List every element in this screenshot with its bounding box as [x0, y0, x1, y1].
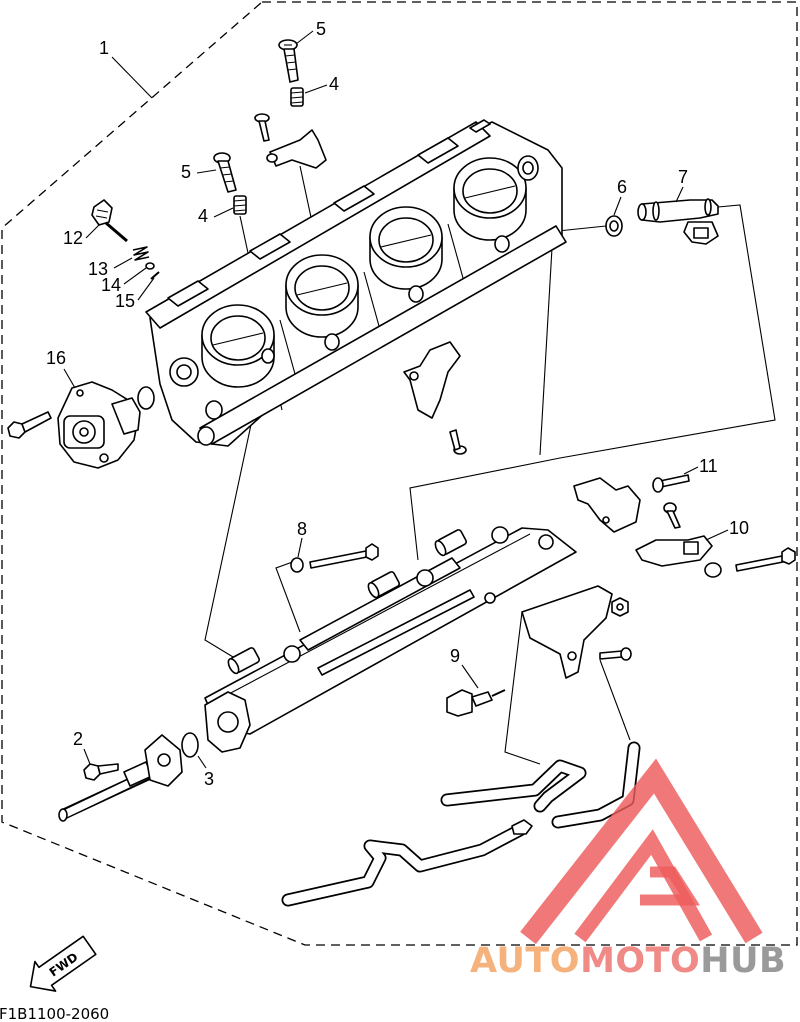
callout-16: 16 [46, 348, 66, 368]
installation-lines [204, 165, 776, 765]
watermark-auto: AUTO [470, 941, 580, 981]
spring-lower [233, 195, 247, 215]
fuel-injector [637, 198, 719, 245]
automotohub-logo [520, 758, 763, 945]
injector-washer [605, 215, 623, 237]
adjust-spring [132, 246, 150, 261]
callout-11: 11 [699, 456, 718, 476]
regulator-flange [204, 691, 251, 753]
figure-code: F1B1100-2060 [0, 1005, 109, 1022]
adjust-washer [145, 262, 155, 270]
fuel-hoses [281, 741, 641, 907]
assembly-boundary [1, 1, 798, 946]
fwd-arrow-icon: FWD [29, 935, 97, 992]
callout-14: 14 [101, 275, 121, 295]
callout-2: 2 [73, 729, 83, 749]
callout-4-upper: 4 [329, 74, 339, 94]
spring-upper [290, 87, 304, 107]
callout-5-upper: 5 [316, 19, 326, 39]
callout-6: 6 [617, 177, 627, 197]
callout-13: 13 [88, 259, 108, 279]
rail-washer [290, 557, 304, 573]
hex-nut [611, 597, 629, 617]
callout-8: 8 [297, 519, 307, 539]
adjust-ring [150, 271, 160, 280]
callout-15: 15 [115, 291, 135, 311]
temperature-sensor [635, 535, 713, 567]
callout-10: 10 [729, 518, 749, 538]
throttle-position-sensor [57, 381, 141, 469]
callout-1: 1 [99, 38, 109, 58]
sensor-o-ring [137, 386, 155, 410]
callout-9: 9 [450, 646, 460, 666]
pressure-sensor [446, 689, 506, 717]
fuel-tube [58, 734, 183, 822]
callout-leaders [63, 30, 729, 769]
bracket-screw [599, 647, 632, 661]
bracket-screw-lower [663, 502, 681, 529]
watermark-moto: MOTO [580, 941, 700, 981]
watermark-hub: HUB [700, 941, 786, 981]
sensor-bracket [573, 477, 641, 533]
bracket-screw-upper [652, 474, 690, 493]
rail-bracket [521, 585, 613, 679]
tube-o-ring [181, 732, 199, 758]
throttle-bore [285, 254, 359, 338]
injector-cap [434, 529, 467, 557]
sensor-washer [704, 562, 722, 578]
sensor-bolt [7, 411, 52, 439]
throttle-bore [369, 206, 443, 290]
throttle-body-bracket [403, 341, 467, 455]
callout-5-lower: 5 [181, 162, 191, 182]
rail-bolt [309, 543, 379, 569]
sensor-bolt-right [735, 547, 796, 572]
throttle-bore [201, 304, 275, 388]
callout-3: 3 [204, 769, 214, 789]
callout-7: 7 [678, 167, 688, 187]
injector-cap [227, 647, 260, 675]
throttle-bore [453, 157, 527, 241]
screw-upper [278, 39, 299, 83]
upper-bracket [254, 113, 327, 169]
callout-12: 12 [63, 228, 83, 248]
callout-4-lower: 4 [198, 206, 208, 226]
fuel-rail [204, 526, 577, 735]
injector-cap [367, 571, 400, 599]
throttle-body-assembly [145, 119, 567, 447]
screw-lower [213, 152, 237, 193]
tube-bolt [83, 763, 119, 781]
adjust-screw [91, 199, 128, 243]
watermark-text: AUTOMOTOHUB [470, 941, 786, 981]
